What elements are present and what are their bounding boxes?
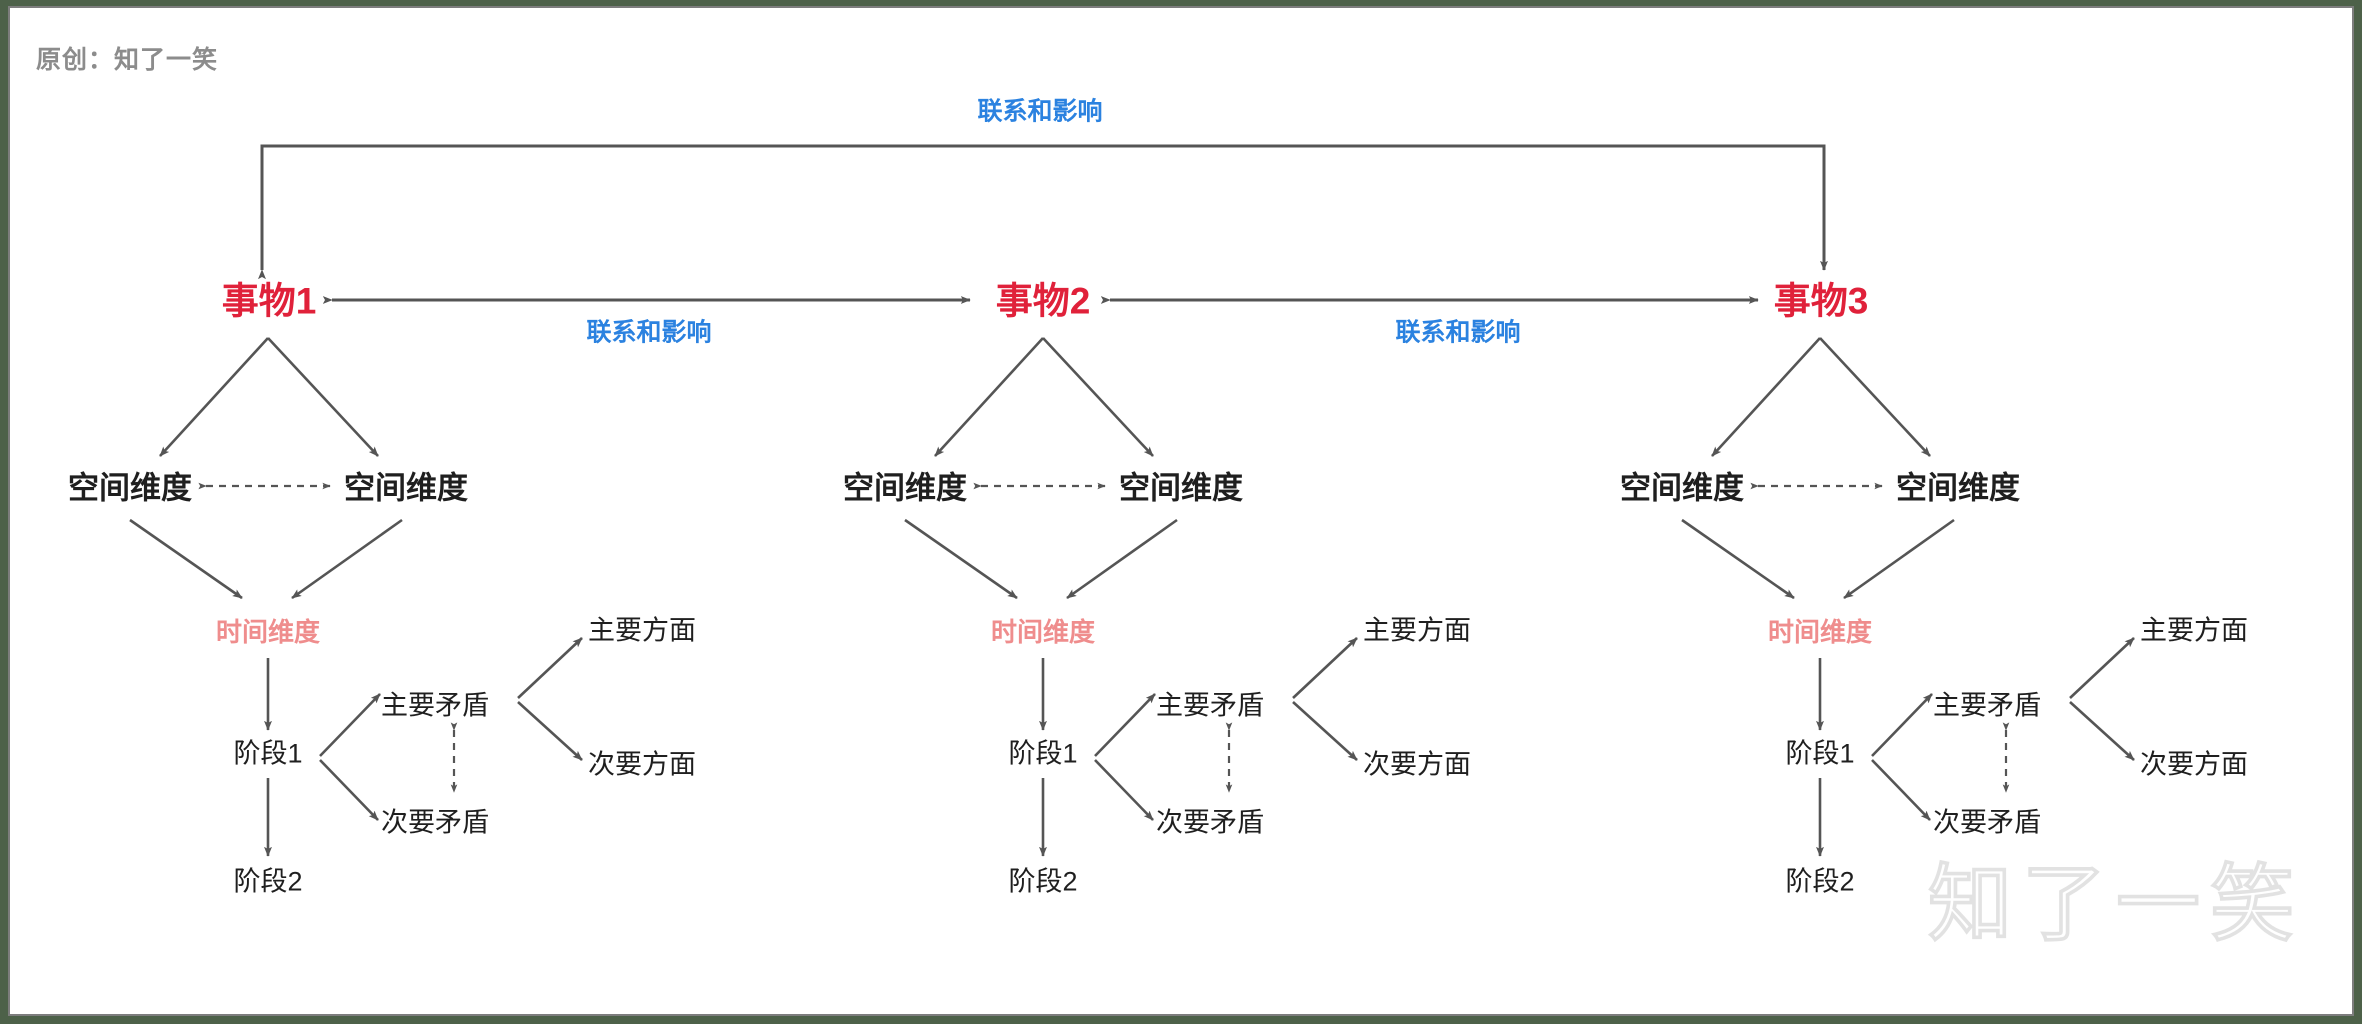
node-stage-1-group1[interactable]: 阶段1 <box>233 738 303 769</box>
link-label-thing1-thing3: 联系和影响 <box>977 97 1103 126</box>
node-secondary-contradiction-1[interactable]: 次要矛盾 <box>381 807 489 838</box>
node-space-dim-2-right[interactable]: 空间维度 <box>1119 470 1243 506</box>
link-label-thing2-thing3: 联系和影响 <box>1395 318 1521 347</box>
link-thing1-thing3 <box>258 144 1828 280</box>
inner-border: 原创：知了一笑 联系和影响 事物1 事物2 事物3 联系和影响 联系和影响 空间… <box>8 6 2354 1016</box>
node-time-dim-1[interactable]: 时间维度 <box>215 617 321 647</box>
group-2-wires <box>904 337 1358 857</box>
link-label-thing1-thing2: 联系和影响 <box>586 318 712 347</box>
node-stage-2-group1[interactable]: 阶段2 <box>233 866 303 897</box>
node-space-dim-1-right[interactable]: 空间维度 <box>344 470 468 506</box>
node-primary-contradiction-3[interactable]: 主要矛盾 <box>1933 690 2041 721</box>
node-stage-1-group3[interactable]: 阶段1 <box>1785 738 1855 769</box>
node-secondary-aspect-2[interactable]: 次要方面 <box>1363 749 1471 780</box>
node-secondary-contradiction-3[interactable]: 次要矛盾 <box>1933 807 2041 838</box>
node-time-dim-3[interactable]: 时间维度 <box>1767 617 1873 647</box>
node-secondary-aspect-1[interactable]: 次要方面 <box>588 749 696 780</box>
node-space-dim-3-left[interactable]: 空间维度 <box>1620 470 1744 506</box>
node-time-dim-2[interactable]: 时间维度 <box>990 617 1096 647</box>
node-stage-2-group2[interactable]: 阶段2 <box>1008 866 1078 897</box>
node-primary-aspect-3[interactable]: 主要方面 <box>2140 615 2248 646</box>
credit-text: 原创：知了一笑 <box>36 46 219 74</box>
node-space-dim-3-right[interactable]: 空间维度 <box>1896 470 2020 506</box>
node-primary-contradiction-2[interactable]: 主要矛盾 <box>1156 690 1264 721</box>
node-secondary-aspect-3[interactable]: 次要方面 <box>2140 749 2248 780</box>
node-thing-1[interactable]: 事物1 <box>221 280 317 322</box>
node-space-dim-2-left[interactable]: 空间维度 <box>843 470 967 506</box>
group-3-wires <box>1681 337 2135 857</box>
watermark-text: 知了一笑 <box>1927 857 2304 952</box>
node-primary-aspect-2[interactable]: 主要方面 <box>1363 615 1471 646</box>
node-stage-2-group3[interactable]: 阶段2 <box>1785 866 1855 897</box>
node-thing-2[interactable]: 事物2 <box>995 280 1091 322</box>
node-primary-contradiction-1[interactable]: 主要矛盾 <box>381 690 489 721</box>
diagram-canvas: 原创：知了一笑 联系和影响 事物1 事物2 事物3 联系和影响 联系和影响 空间… <box>10 8 2352 1014</box>
node-space-dim-1-left[interactable]: 空间维度 <box>68 470 192 506</box>
node-primary-aspect-1[interactable]: 主要方面 <box>588 615 696 646</box>
group-1-wires <box>129 337 583 857</box>
node-stage-1-group2[interactable]: 阶段1 <box>1008 738 1078 769</box>
node-secondary-contradiction-2[interactable]: 次要矛盾 <box>1156 807 1264 838</box>
node-thing-3[interactable]: 事物3 <box>1773 280 1869 322</box>
